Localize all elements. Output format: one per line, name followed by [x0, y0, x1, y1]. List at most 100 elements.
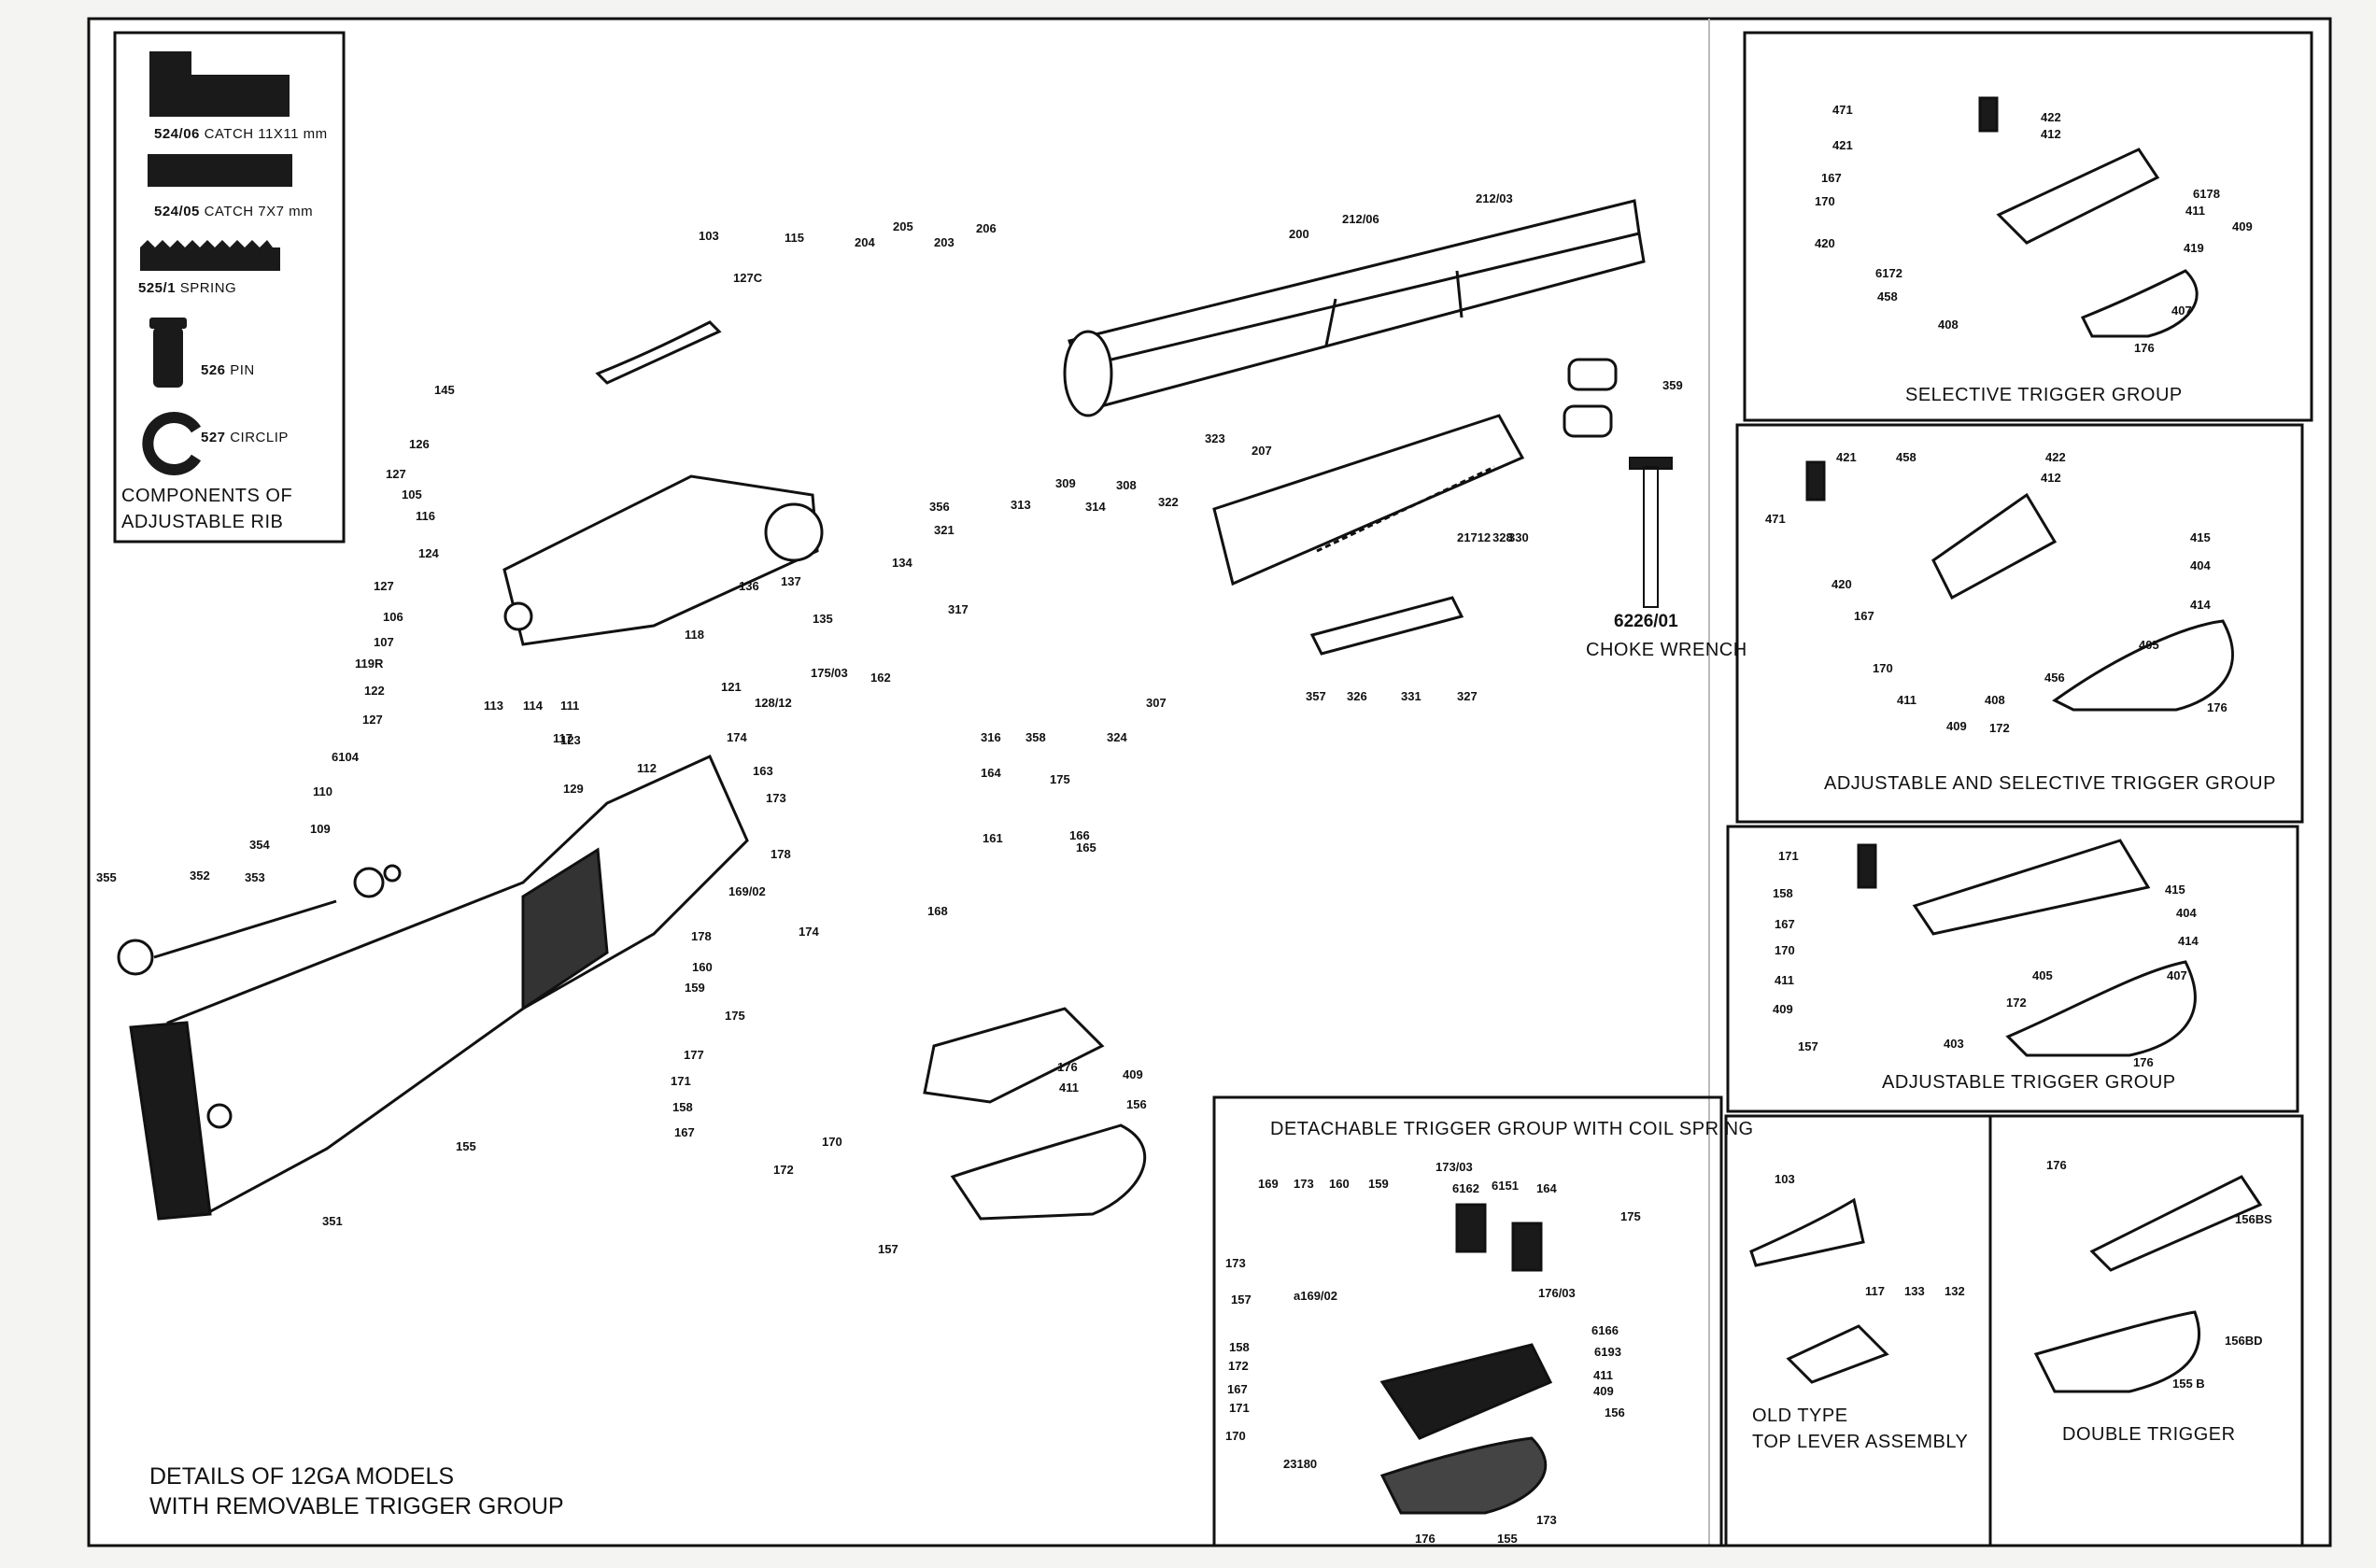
adjustable-trigger-panel: [1726, 825, 2299, 1113]
part-number-label: 171: [1778, 849, 1799, 863]
part-number-label: 176: [1057, 1060, 1078, 1074]
rib-components-panel: [113, 31, 346, 544]
part-number-label: 403: [1944, 1037, 1964, 1051]
part-number-label: 119R: [355, 657, 384, 671]
rib-components-title: COMPONENTS OF: [121, 486, 293, 506]
spring-525-icon: [140, 240, 280, 271]
part-number-label: 405: [2139, 638, 2159, 652]
part-number-label: 412: [2041, 471, 2061, 485]
part-number-label: 408: [1938, 318, 1959, 332]
old-type-title-2: TOP LEVER ASSEMBLY: [1752, 1432, 1969, 1452]
part-number-label: 105: [402, 487, 422, 501]
part-number-label: 117: [1865, 1284, 1885, 1298]
part-number-label: 132: [1945, 1284, 1965, 1298]
part-number-label: 411: [2185, 204, 2205, 218]
part-number-label: 411: [1775, 973, 1794, 987]
part-number-label: 414: [2178, 934, 2199, 948]
part-number-label: 127: [362, 713, 383, 727]
part-number-label: 322: [1158, 495, 1179, 509]
part-number-label: 307: [1146, 696, 1167, 710]
part-number-label: 172: [2006, 996, 2027, 1010]
part-number-label: 407: [2167, 968, 2187, 982]
part-number-label: 6151: [1492, 1179, 1519, 1193]
double-trigger-panel: [1988, 1114, 2304, 1547]
part-number-label: 107: [374, 635, 394, 649]
catch-11x11-icon: [149, 51, 290, 117]
part-number-label: 127: [386, 467, 406, 481]
part-number-label: 157: [878, 1242, 898, 1256]
part-number-label: 115: [785, 231, 804, 245]
part-number-label: 421: [1836, 450, 1857, 464]
part-number-label: 421: [1832, 138, 1853, 152]
part-number-label: 409: [1593, 1384, 1614, 1398]
part-number-label: 160: [1329, 1177, 1350, 1191]
adjustable-selective-panel: [1735, 423, 2304, 824]
main-title-line1: DETAILS OF 12GA MODELS: [149, 1463, 455, 1490]
part-number-label: 317: [948, 602, 969, 616]
part-number-label: 404: [2176, 906, 2197, 920]
part-number-label: 106: [383, 610, 403, 624]
part-number-label: 6162: [1452, 1181, 1479, 1195]
part-number-label: 116: [416, 509, 435, 523]
part-number-label: 359: [1662, 378, 1683, 392]
rib-part-2-label: 524/05 CATCH 7X7 mm: [154, 204, 314, 219]
part-number-label: 173: [766, 791, 786, 805]
part-number-label: 411: [1593, 1368, 1613, 1382]
part-number-label: 411: [1897, 693, 1916, 707]
part-number-label: 173: [1536, 1513, 1557, 1527]
part-number-label: 351: [322, 1214, 343, 1228]
rib-part-1-label: 524/06 CATCH 11X11 mm: [154, 126, 328, 142]
main-trigger-group: [923, 1007, 1147, 1221]
part-number-label: 176: [2134, 341, 2155, 355]
part-number-label: 127: [374, 579, 394, 593]
part-number-label: 172: [773, 1163, 794, 1177]
part-number-label: 167: [1775, 917, 1795, 931]
part-number-label: 172: [1989, 721, 2010, 735]
choke-wrench-label: CHOKE WRENCH: [1586, 640, 1747, 660]
part-number-label: 331: [1401, 689, 1421, 703]
part-number-label: 414: [2190, 598, 2211, 612]
part-number-label: 176/03: [1538, 1286, 1576, 1300]
part-number-label: 129: [563, 782, 584, 796]
part-number-label: 404: [2190, 558, 2211, 572]
part-number-label: 168: [927, 904, 948, 918]
part-number-label: 328: [1492, 530, 1513, 544]
part-number-label: 415: [2165, 883, 2185, 897]
part-number-label: 412: [2041, 127, 2061, 141]
part-number-label: 212/03: [1476, 191, 1513, 205]
part-number-label: 6178: [2193, 187, 2220, 201]
part-number-label: 458: [1877, 290, 1898, 304]
detachable-trigger-title: DETACHABLE TRIGGER GROUP WITH COIL SPRIN…: [1270, 1119, 1754, 1139]
part-number-label: 166: [1069, 828, 1090, 842]
part-number-label: 135: [813, 612, 833, 626]
part-number-label: 176: [2046, 1158, 2067, 1172]
part-number-label: 314: [1085, 500, 1106, 514]
part-number-label: 23180: [1283, 1457, 1318, 1471]
part-number-label: 170: [1815, 194, 1835, 208]
part-number-label: 155 B: [2172, 1377, 2205, 1391]
rib-part-5-label: 527 CIRCLIP: [201, 430, 289, 445]
part-number-label: 157: [1798, 1039, 1818, 1053]
part-number-label: 124: [418, 546, 439, 560]
part-number-label: 6166: [1591, 1323, 1619, 1337]
part-number-label: 6172: [1875, 266, 1902, 280]
part-number-label: 308: [1116, 478, 1137, 492]
part-number-label: 204: [855, 235, 875, 249]
part-number-label: 405: [2032, 968, 2053, 982]
part-number-label: a169/02: [1294, 1289, 1337, 1303]
part-number-label: 177: [684, 1048, 704, 1062]
part-number-label: 137: [781, 574, 801, 588]
part-number-label: 134: [892, 556, 912, 570]
part-number-label: 155: [456, 1139, 476, 1153]
page-frame: [87, 17, 2332, 1547]
part-number-label: 420: [1815, 236, 1835, 250]
rib-components-title-2: ADJUSTABLE RIB: [121, 512, 284, 532]
part-number-label: 205: [893, 219, 913, 233]
part-number-label: 127C: [733, 271, 763, 285]
part-number-label: 407: [2171, 304, 2192, 318]
part-number-label: 155: [1497, 1532, 1518, 1546]
part-number-label: 158: [1773, 886, 1793, 900]
part-number-label: 420: [1832, 577, 1852, 591]
part-number-label: 145: [434, 383, 455, 397]
